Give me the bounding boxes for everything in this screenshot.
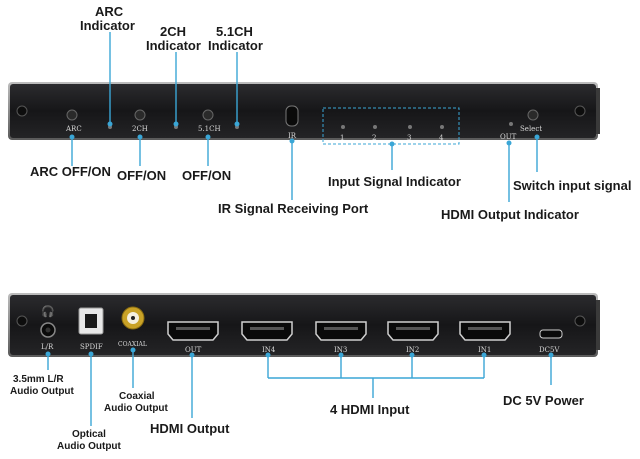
callout-input-signal-indicator: Input Signal Indicator xyxy=(328,174,461,189)
callout-dc-power: DC 5V Power xyxy=(503,393,584,408)
input-led-4 xyxy=(440,125,444,129)
panel-label-select: Select xyxy=(520,125,542,133)
callout-hdmi-output: HDMI Output xyxy=(150,421,230,436)
callout-arc-indicator-line2: Indicator xyxy=(80,18,135,33)
panel-label-in4: 4 xyxy=(439,134,444,142)
ch2-button[interactable] xyxy=(134,109,146,121)
callout-arc-offon: ARC OFF/ON xyxy=(30,164,111,179)
panel-label-arc: ARC xyxy=(65,125,82,133)
output-led xyxy=(509,122,513,126)
callout-2ch-offon: OFF/ON xyxy=(117,168,166,183)
hdmi-port-in2 xyxy=(387,321,439,341)
panel-label-in2: IN2 xyxy=(406,346,419,354)
rear-connectors xyxy=(45,347,554,426)
callout-51ch-offon: OFF/ON xyxy=(182,168,231,183)
ch51-button[interactable] xyxy=(202,109,214,121)
panel-label-lr: L/R xyxy=(41,343,54,351)
input-led-2 xyxy=(373,125,377,129)
hdmi-port-out xyxy=(167,321,219,341)
panel-label-2ch: 2CH xyxy=(132,125,148,133)
hdmi-port-in4 xyxy=(241,321,293,341)
audio-jack-core xyxy=(45,327,51,333)
panel-label-spdif: SPDIF xyxy=(80,343,103,351)
ir-window xyxy=(285,105,299,127)
panel-label-in2: 2 xyxy=(372,134,376,142)
panel-label-out: OUT xyxy=(185,346,202,354)
callout-audio-output-line2: Audio Output xyxy=(10,386,75,397)
input-led-3 xyxy=(408,125,412,129)
callout-2ch-indicator-line2: Indicator xyxy=(146,38,201,53)
callout-coaxial-line1: Coaxial xyxy=(119,391,155,402)
headphone-icon: 🎧 xyxy=(41,305,55,318)
arc-button[interactable] xyxy=(66,109,78,121)
front-connectors xyxy=(69,32,540,202)
panel-label-51ch: 5.1CH xyxy=(198,125,221,133)
coaxial-port-pin xyxy=(131,316,135,320)
callout-audio-output-line1: 3.5mm L/R xyxy=(13,374,64,385)
panel-label-ir: IR xyxy=(288,132,297,140)
hdmi-port-in1 xyxy=(459,321,511,341)
panel-label-in1: IN1 xyxy=(478,346,491,354)
callout-optical-line2: Audio Output xyxy=(57,441,122,452)
rear-panel: 🎧 L/R SPDIF COAXIAL OUT IN4 IN3 xyxy=(8,293,600,357)
select-button[interactable] xyxy=(527,109,539,121)
callout-switch-input-signal: Switch input signal xyxy=(513,178,631,193)
callout-hdmi-output-indicator: HDMI Output Indicator xyxy=(441,207,579,222)
panel-label-coaxial: COAXIAL xyxy=(118,341,147,348)
panel-label-dc5v: DC5V xyxy=(539,346,560,354)
callout-optical-line1: Optical xyxy=(72,429,106,440)
screw-icon xyxy=(16,315,28,327)
callout-hdmi-input: 4 HDMI Input xyxy=(330,402,410,417)
panel-label-in4: IN4 xyxy=(262,346,276,354)
callout-2ch-indicator-line1: 2CH xyxy=(160,24,186,39)
panel-label-in3: 3 xyxy=(407,134,411,142)
screw-icon xyxy=(16,105,28,117)
dc-power-port xyxy=(539,329,563,339)
screw-icon xyxy=(574,105,586,117)
callout-51ch-indicator-line1: 5.1CH xyxy=(216,24,253,39)
optical-port-opening xyxy=(85,314,97,328)
callout-51ch-indicator-line2: Indicator xyxy=(208,38,263,53)
input-led-1 xyxy=(341,125,345,129)
screw-icon xyxy=(574,315,586,327)
panel-label-out: OUT xyxy=(500,133,517,141)
callout-coaxial-line2: Audio Output xyxy=(104,403,169,414)
callout-arc-indicator-line1: ARC xyxy=(95,4,124,19)
hdmi-port-in3 xyxy=(315,321,367,341)
callout-ir-port: IR Signal Receiving Port xyxy=(218,201,369,216)
panel-label-in1: 1 xyxy=(340,134,344,142)
front-panel: ARC 2CH 5.1CH IR 1 2 3 4 OUT Select xyxy=(8,82,600,145)
panel-label-in3: IN3 xyxy=(334,346,347,354)
